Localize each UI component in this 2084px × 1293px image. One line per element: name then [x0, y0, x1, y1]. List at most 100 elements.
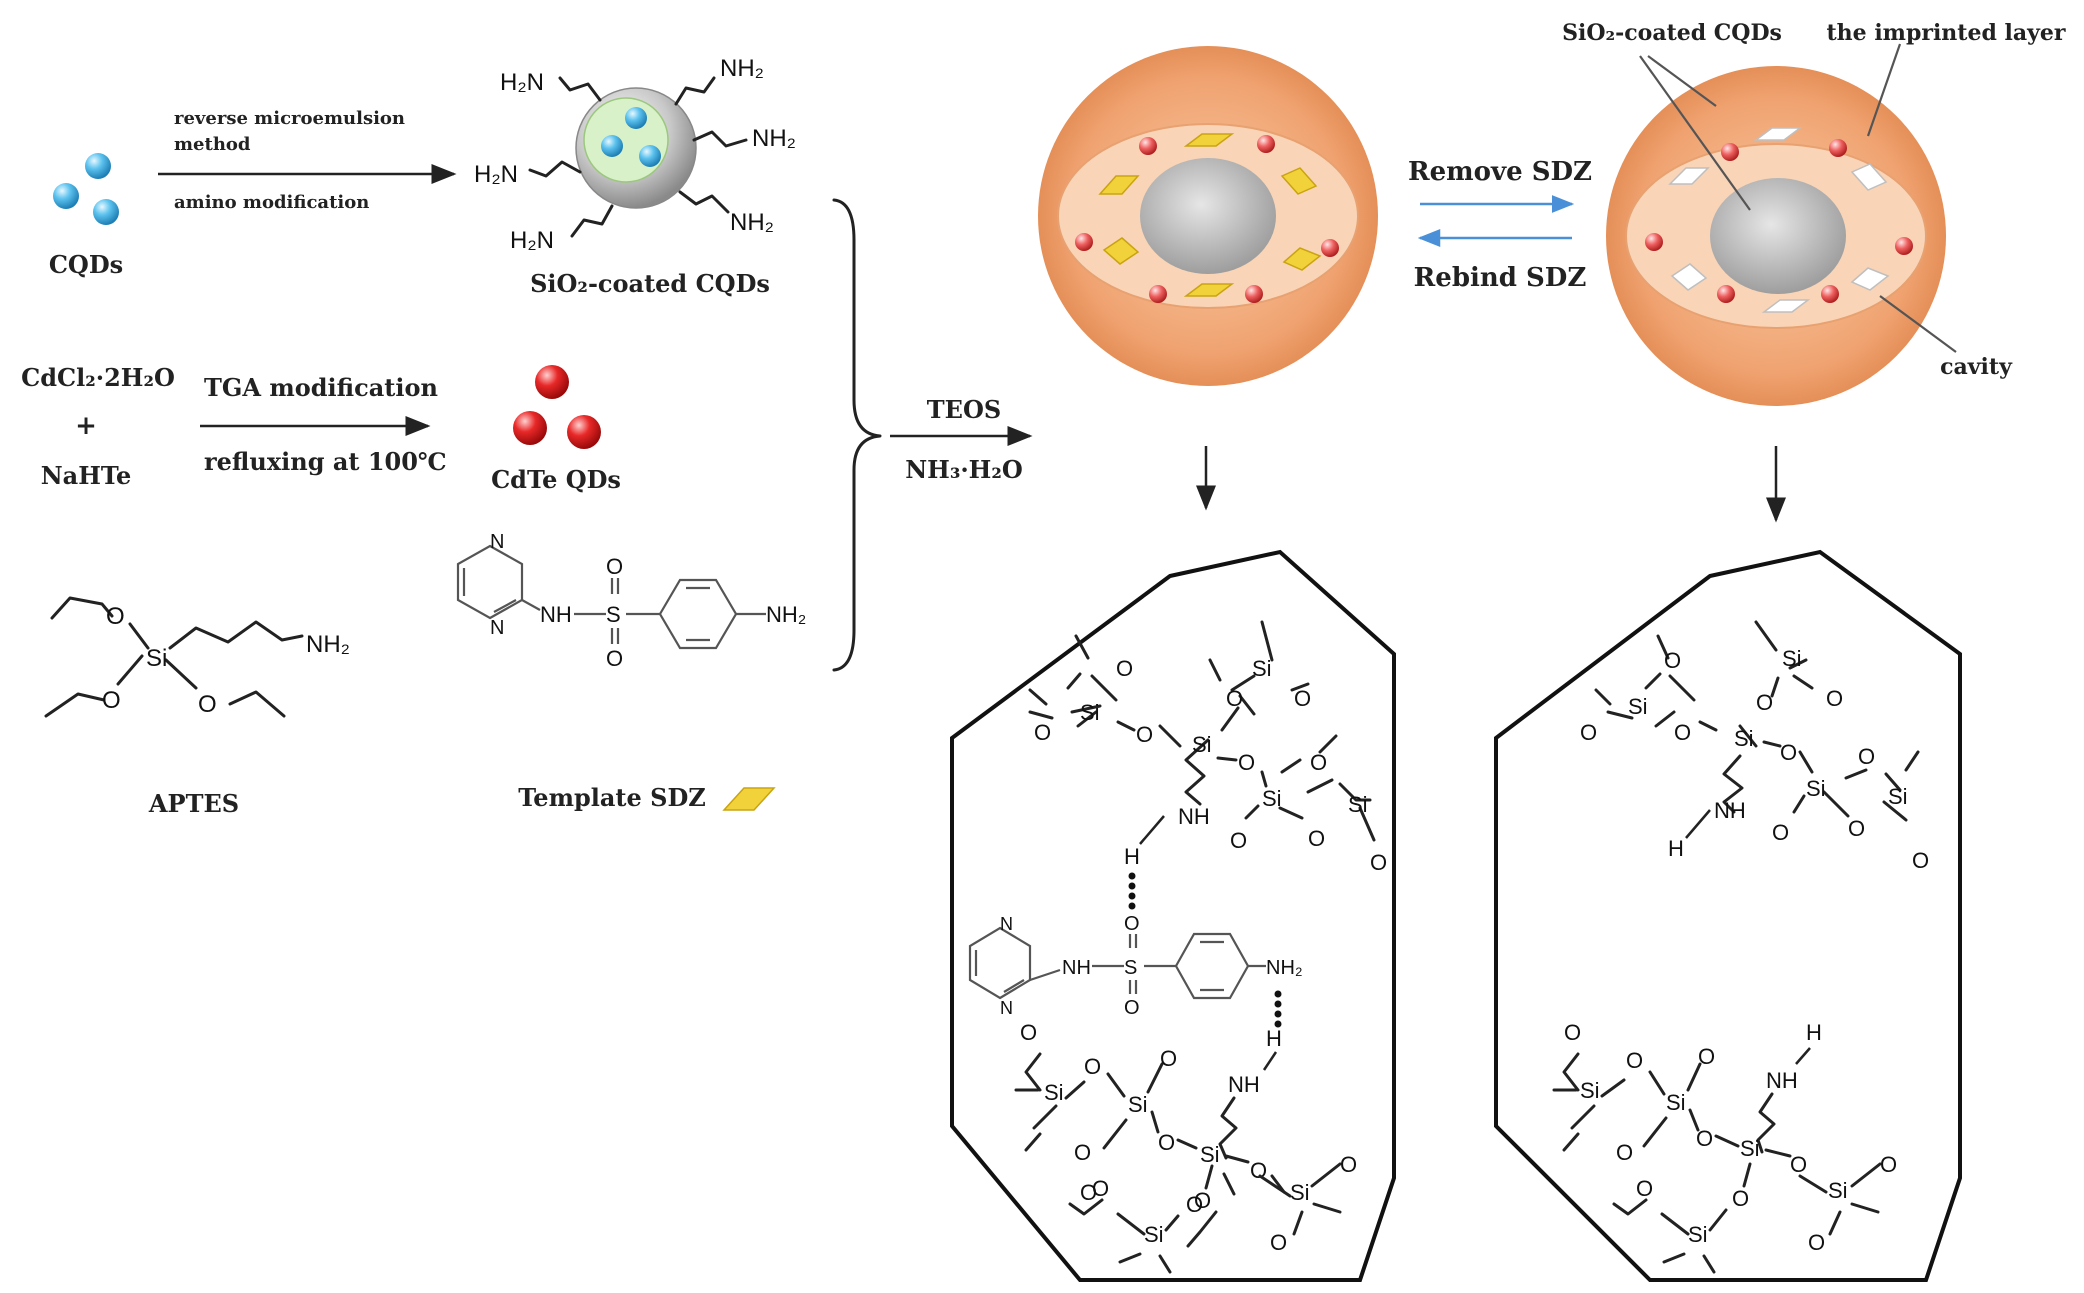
o-label: O: [1230, 828, 1247, 853]
si-label: Si: [1348, 792, 1368, 817]
si-label: Si: [1688, 1222, 1708, 1247]
si-label: Si: [1806, 776, 1826, 801]
nh-label: NH: [1714, 798, 1746, 823]
o-label: O: [1732, 1186, 1749, 1211]
template-sdz-structure: N N NH S O O NH₂ Template SDZ: [456, 531, 806, 812]
o-label: O: [102, 687, 121, 714]
si-label: Si: [1888, 784, 1908, 809]
o-label: O: [1226, 686, 1243, 711]
nh2-label: NH₂: [766, 602, 806, 627]
o-label: O: [1116, 656, 1133, 681]
refluxing-label: refluxing at 100℃: [204, 447, 447, 476]
arrow-amino-modification: reverse microemulsion method amino modif…: [158, 108, 457, 213]
si-label: Si: [1740, 1136, 1760, 1161]
o-label: O: [1826, 686, 1843, 711]
si-label: Si: [1580, 1078, 1600, 1103]
o-label: O: [1756, 690, 1773, 715]
n-label: N: [490, 531, 504, 553]
nh-label: NH: [1228, 1072, 1260, 1097]
si-label: Si: [1144, 1222, 1164, 1247]
o-label: O: [1084, 1054, 1101, 1079]
o-label: O: [1160, 1046, 1177, 1071]
nh2-label: NH₂: [1266, 957, 1303, 979]
si-label: Si: [1192, 732, 1212, 757]
cqds-group: CQDs: [49, 153, 123, 279]
o-label: O: [1034, 720, 1051, 745]
o-label: O: [1370, 850, 1387, 875]
nh2-label: NH₂: [752, 125, 796, 152]
cqd-dot: [53, 183, 79, 209]
cdte-dot: [535, 365, 569, 399]
o-label: O: [1186, 1192, 1203, 1217]
cqd-dot: [601, 135, 623, 157]
si-label: Si: [1828, 1178, 1848, 1203]
cdte-qds-label: CdTe QDs: [491, 465, 621, 494]
o-label: O: [1664, 648, 1681, 673]
si-label: Si: [1290, 1180, 1310, 1205]
reverse-microemulsion-label: reverse microemulsion: [174, 108, 405, 129]
cavity-callout: cavity: [1940, 354, 2013, 380]
cavity-site-detail: O Si O O Si O O Si NH H O Si O O Si O O …: [1494, 549, 1962, 1282]
tga-modification-label: TGA modification: [204, 373, 438, 402]
nahte-label: NaHTe: [41, 461, 132, 490]
nh2-label: NH₂: [730, 209, 774, 236]
h-label: H: [1806, 1020, 1822, 1045]
remove-sdz-label: Remove SDZ: [1408, 157, 1592, 187]
combine-bracket: TEOS NH₃·H₂O: [832, 198, 1033, 672]
amino-modification-label: amino modification: [174, 192, 369, 213]
o-label: O: [606, 554, 623, 579]
nh3-h2o-label: NH₃·H₂O: [905, 455, 1023, 484]
o-label: O: [1772, 820, 1789, 845]
si-label: Si: [1252, 656, 1272, 681]
o-label: O: [606, 646, 623, 671]
h-label: H: [1124, 844, 1140, 869]
h-label: H: [1668, 836, 1684, 861]
o-label: O: [1674, 720, 1691, 745]
sdz-template-marks: [1098, 133, 1322, 297]
o-label: O: [1696, 1126, 1713, 1151]
template-sdz-label: Template SDZ: [518, 783, 706, 812]
h2n-label: H₂N: [510, 227, 554, 254]
plus-label: +: [75, 411, 97, 441]
nh2-label: NH₂: [306, 631, 350, 658]
o-label: O: [1124, 913, 1140, 935]
cqds-label: CQDs: [49, 250, 123, 279]
cqd-dot: [639, 145, 661, 167]
si-label: Si: [1044, 1080, 1064, 1105]
cqd-dot: [85, 153, 111, 179]
o-label: O: [1194, 1188, 1211, 1213]
o-label: O: [1238, 750, 1255, 775]
o-label: O: [1626, 1048, 1643, 1073]
o-label: O: [1136, 722, 1153, 747]
o-label: O: [1310, 750, 1327, 775]
s-label: S: [1124, 957, 1137, 979]
o-label: O: [1080, 1180, 1097, 1205]
o-label: O: [1808, 1230, 1825, 1255]
o-label: O: [1074, 1140, 1091, 1165]
n-label: N: [1000, 998, 1013, 1018]
sdz-template-icon: [722, 787, 776, 811]
o-label: O: [1580, 720, 1597, 745]
imprinted-site-detail: O Si O O Si O O Si O Si O O O Si O NH H …: [950, 549, 1396, 1282]
o-label: O: [1790, 1152, 1807, 1177]
si-label: Si: [1666, 1090, 1686, 1115]
nh-label: NH: [540, 602, 572, 627]
rebind-sdz-label: Rebind SDZ: [1414, 263, 1587, 293]
sio2-coated-cqds-label: SiO₂-coated CQDs: [530, 269, 770, 298]
n-label: N: [1000, 914, 1013, 934]
o-label: O: [1308, 826, 1325, 851]
cdte-marks: [1075, 135, 1339, 303]
method-label: method: [174, 134, 251, 155]
imprinted-layer-callout: the imprinted layer: [1827, 20, 2066, 46]
nh-label: NH: [1062, 957, 1091, 979]
o-label: O: [106, 603, 125, 630]
si-label: Si: [1128, 1092, 1148, 1117]
teos-label: TEOS: [927, 395, 1001, 424]
core-sphere: [1710, 178, 1846, 294]
si-label: Si: [1200, 1142, 1220, 1167]
remove-rebind-arrows: Remove SDZ Rebind SDZ: [1408, 157, 1592, 293]
o-label: O: [1340, 1152, 1357, 1177]
o-label: O: [1912, 848, 1929, 873]
si-label: Si: [1734, 726, 1754, 751]
o-label: O: [1880, 1152, 1897, 1177]
